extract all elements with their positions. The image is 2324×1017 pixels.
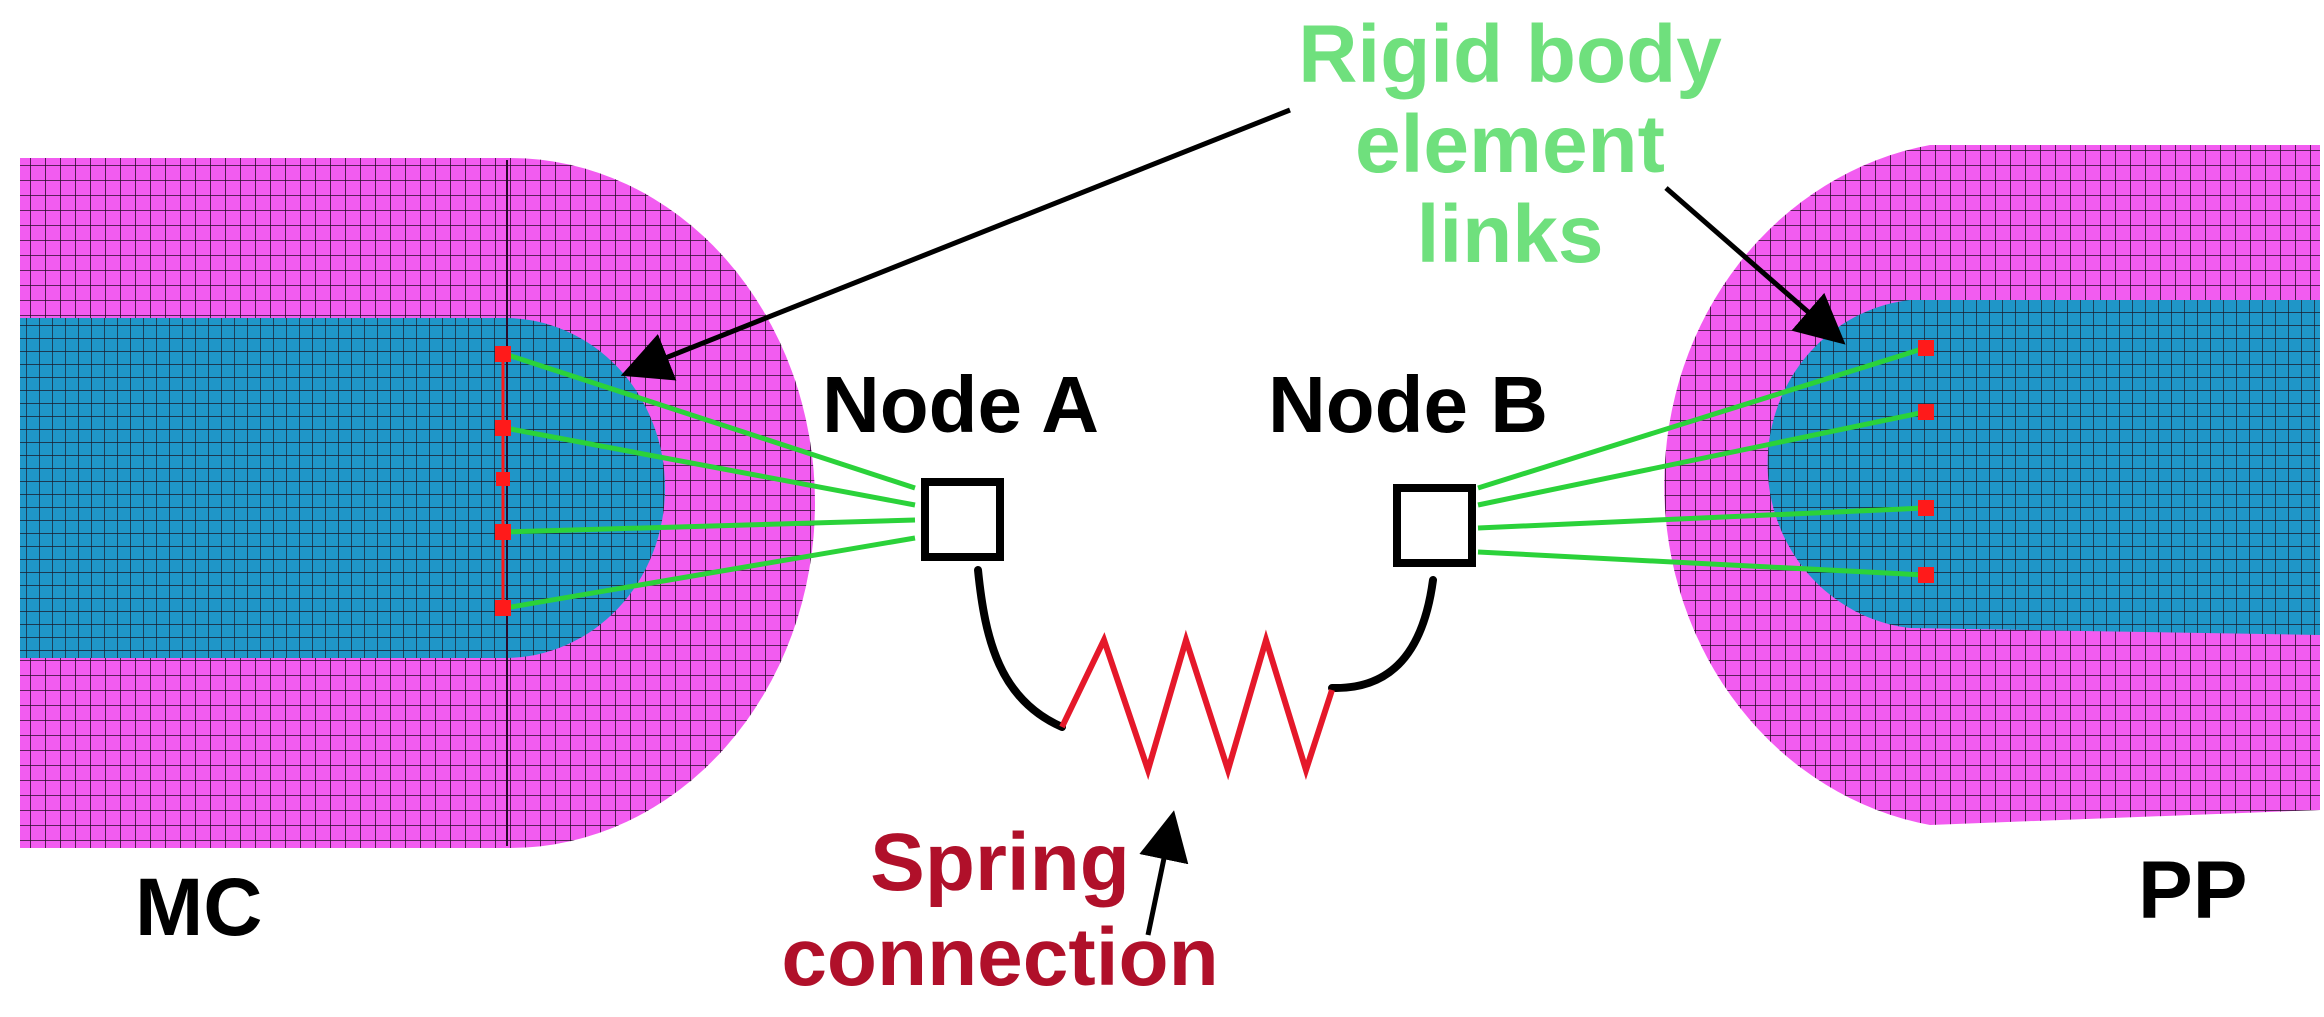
spring-zigzag	[1059, 629, 1335, 781]
rigid-body-label-line1: Rigid body	[1298, 9, 1722, 100]
rigid-body-label-line2: element	[1355, 99, 1665, 190]
pp-label: PP	[2138, 845, 2247, 936]
rigid-link	[504, 425, 916, 508]
node-a-box	[921, 478, 1004, 561]
red-node	[495, 420, 511, 436]
rigid-link	[504, 535, 916, 611]
rigid-link	[1477, 409, 1926, 508]
red-node	[495, 524, 511, 540]
rigid-link	[1477, 505, 1926, 531]
mc-body	[20, 158, 815, 848]
red-node	[1918, 404, 1934, 420]
spring-label-line1: Spring	[870, 817, 1130, 908]
spring-label-line2: connection	[781, 912, 1218, 1003]
rigid-link	[1477, 549, 1926, 578]
node-b-box	[1393, 484, 1476, 567]
red-node	[495, 346, 511, 362]
rigid-body-label-line3: links	[1417, 189, 1604, 280]
mc-inner-grid	[20, 318, 665, 658]
node-a-label: Node A	[822, 360, 1099, 449]
pp-body	[1664, 145, 2320, 825]
cable-left	[974, 566, 1066, 731]
rigid-arrow-left	[620, 107, 1291, 381]
red-node	[1918, 500, 1934, 516]
red-node	[495, 600, 511, 616]
red-nodes-left	[495, 346, 511, 616]
rigid-arrow-right	[1664, 186, 1846, 345]
rigid-links-right	[1477, 345, 1926, 578]
cable-right	[1328, 576, 1437, 693]
rigid-links-left	[504, 351, 916, 611]
node-b-label: Node B	[1268, 360, 1548, 449]
red-node	[1918, 340, 1934, 356]
mc-label: MC	[135, 862, 263, 953]
rigid-link	[1477, 345, 1926, 491]
pp-inner-grid	[1767, 300, 2320, 635]
red-nodes-right	[1918, 340, 1934, 583]
rigid-link	[504, 517, 916, 535]
red-node	[1918, 567, 1934, 583]
spring-arrow	[1139, 810, 1189, 936]
red-node	[496, 472, 510, 486]
rigid-link	[504, 351, 916, 491]
